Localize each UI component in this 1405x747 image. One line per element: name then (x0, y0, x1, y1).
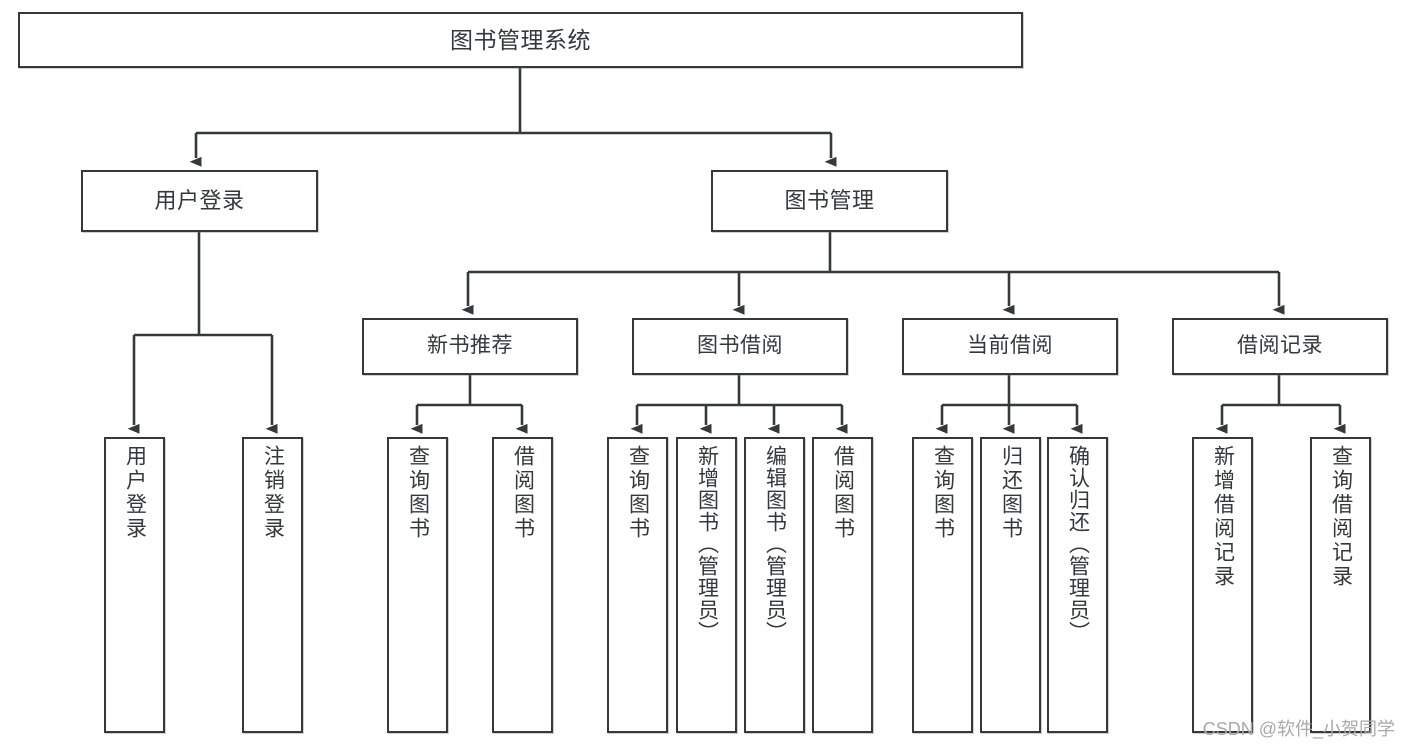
node-leaf-query-book-3[interactable]: 查询图书 (912, 437, 973, 733)
node-leaf-query-record-label: 查询借阅记录 (1329, 445, 1353, 589)
node-root[interactable]: 图书管理系统 (18, 12, 1023, 68)
node-leaf-confirm-return-label: 确认归还（管理员） (1066, 445, 1090, 643)
node-current-borrow-label: 当前借阅 (967, 334, 1053, 358)
node-book-management-label: 图书管理 (784, 188, 875, 214)
node-leaf-edit-book-label: 编辑图书（管理员） (763, 445, 787, 643)
node-leaf-user-logout[interactable]: 注销登录 (242, 437, 303, 733)
node-leaf-add-record[interactable]: 新增借阅记录 (1192, 437, 1253, 733)
node-book-management[interactable]: 图书管理 (711, 170, 948, 232)
node-leaf-user-login[interactable]: 用户登录 (104, 437, 165, 733)
node-leaf-user-login-label: 用户登录 (123, 445, 147, 541)
node-borrow-record[interactable]: 借阅记录 (1172, 318, 1388, 375)
node-leaf-confirm-return[interactable]: 确认归还（管理员） (1047, 437, 1108, 733)
watermark: CSDN @软件_小贺同学 (1202, 719, 1395, 739)
node-new-book-recommend-label: 新书推荐 (427, 334, 513, 358)
node-leaf-return-book-label: 归还图书 (999, 445, 1023, 541)
node-leaf-add-record-label: 新增借阅记录 (1211, 445, 1235, 589)
node-leaf-query-book-3-label: 查询图书 (931, 445, 955, 541)
node-current-borrow[interactable]: 当前借阅 (902, 318, 1118, 375)
node-leaf-add-book[interactable]: 新增图书（管理员） (676, 437, 737, 733)
node-leaf-query-book-2-label: 查询图书 (626, 445, 650, 541)
node-leaf-return-book[interactable]: 归还图书 (980, 437, 1041, 733)
node-leaf-query-record[interactable]: 查询借阅记录 (1310, 437, 1371, 733)
node-book-borrow-label: 图书借阅 (697, 334, 783, 358)
node-leaf-borrow-book-2[interactable]: 借阅图书 (812, 437, 873, 733)
node-leaf-add-book-label: 新增图书（管理员） (695, 445, 719, 643)
node-root-label: 图书管理系统 (450, 26, 591, 53)
node-leaf-query-book-2[interactable]: 查询图书 (607, 437, 668, 733)
node-leaf-borrow-book-1[interactable]: 借阅图书 (492, 437, 553, 733)
node-leaf-edit-book[interactable]: 编辑图书（管理员） (744, 437, 805, 733)
node-user-login-label: 用户登录 (154, 188, 245, 214)
node-user-login[interactable]: 用户登录 (81, 170, 318, 232)
node-leaf-borrow-book-1-label: 借阅图书 (511, 445, 535, 541)
node-new-book-recommend[interactable]: 新书推荐 (362, 318, 578, 375)
node-leaf-user-logout-label: 注销登录 (261, 445, 285, 541)
node-leaf-query-book-1[interactable]: 查询图书 (387, 437, 448, 733)
node-borrow-record-label: 借阅记录 (1237, 334, 1323, 358)
node-leaf-query-book-1-label: 查询图书 (406, 445, 430, 541)
node-book-borrow[interactable]: 图书借阅 (632, 318, 848, 375)
node-leaf-borrow-book-2-label: 借阅图书 (831, 445, 855, 541)
